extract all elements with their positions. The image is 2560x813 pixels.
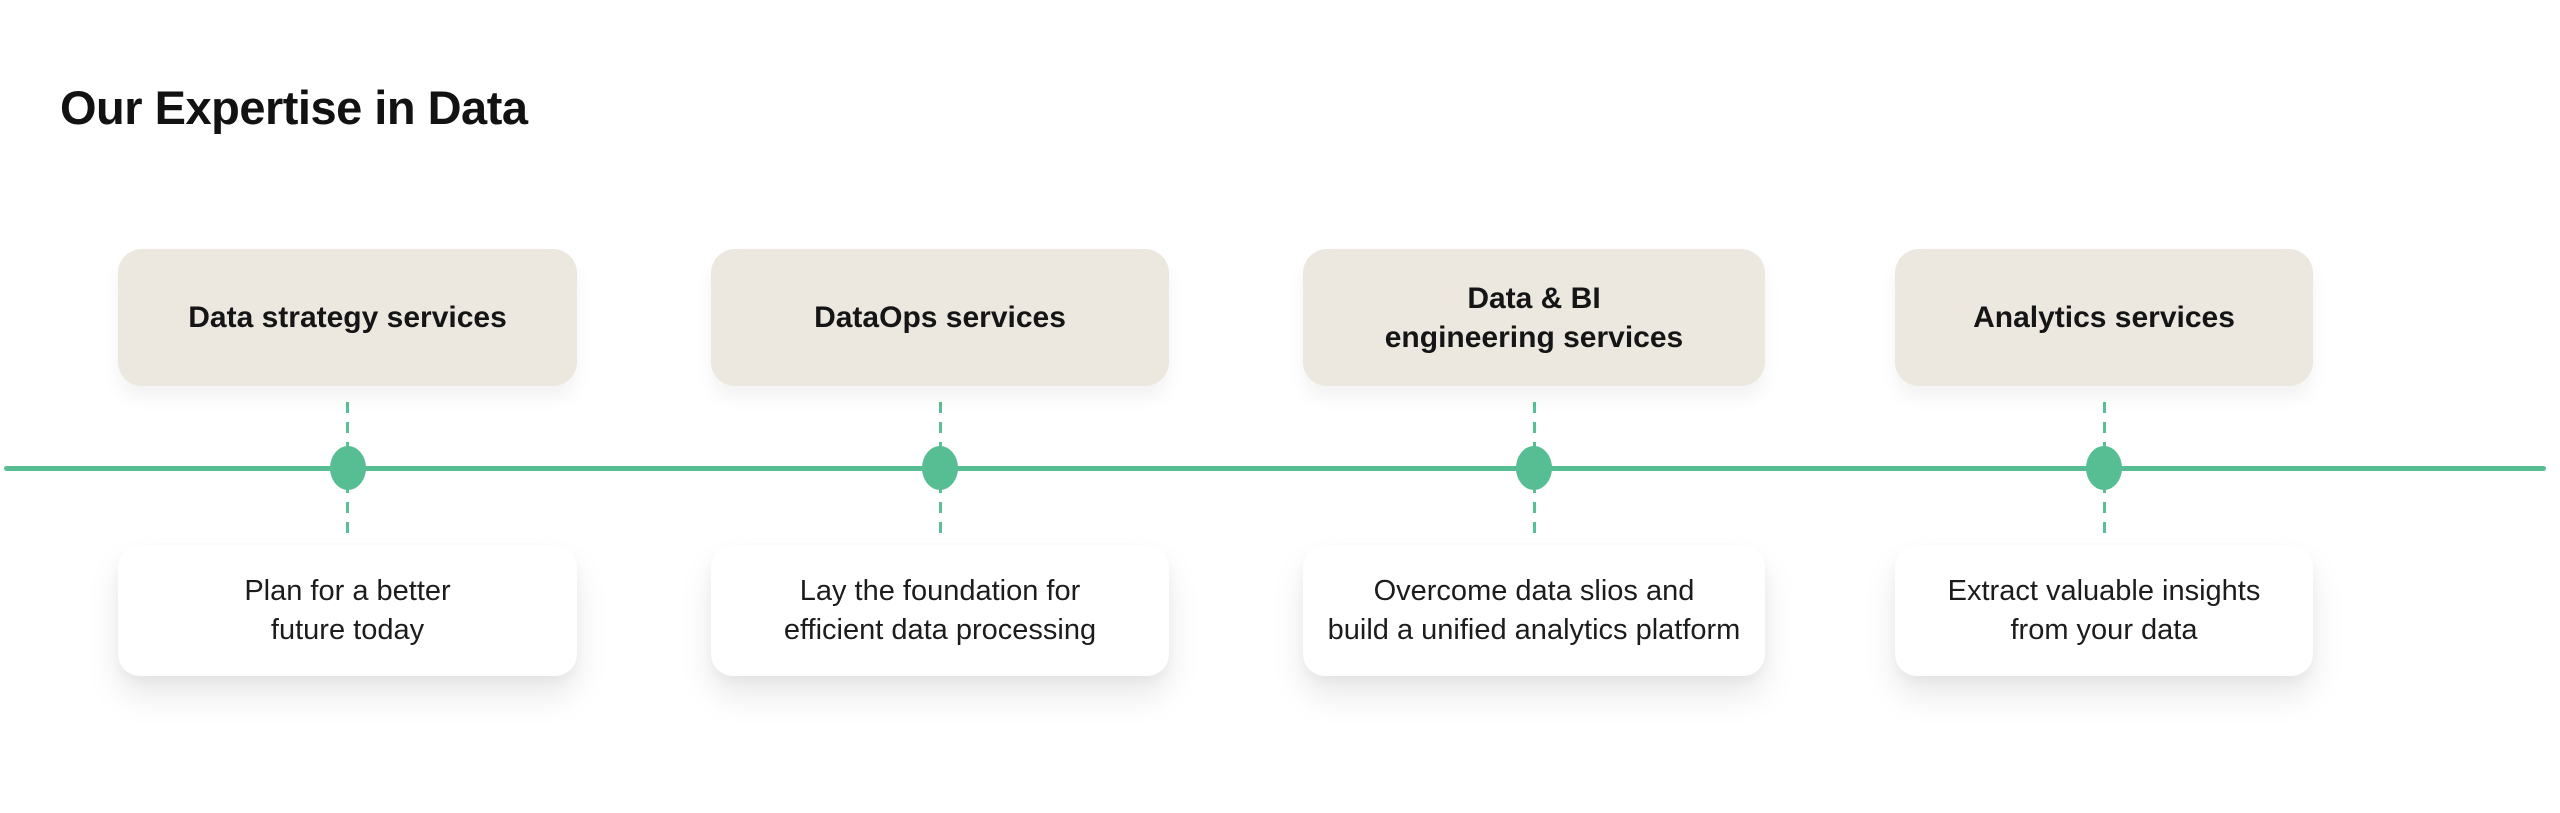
service-description-card: Lay the foundation for efficient data pr… [711, 545, 1169, 676]
service-description-card: Overcome data slios and build a unified … [1303, 545, 1765, 676]
service-column-analytics: Analytics services Extract valuable insi… [1895, 0, 2313, 813]
service-description: Overcome data slios and build a unified … [1327, 575, 1741, 646]
timeline-dot [1516, 446, 1552, 490]
service-box-data-bi-engineering: Data & BI engineering services [1303, 249, 1765, 386]
service-box-dataops: DataOps services [711, 249, 1169, 386]
timeline-dot [922, 446, 958, 490]
service-description-card: Extract valuable insights from your data [1895, 545, 2313, 676]
page-title: Our Expertise in Data [60, 81, 528, 134]
service-column-data-bi-engineering: Data & BI engineering services Overcome … [1303, 0, 1765, 813]
service-label: Data strategy services [188, 301, 507, 334]
service-box-analytics: Analytics services [1895, 249, 2313, 386]
service-column-dataops: DataOps services Lay the foundation for … [711, 0, 1169, 813]
service-label: Analytics services [1973, 301, 2235, 334]
service-label: DataOps services [814, 301, 1066, 334]
timeline-line [4, 466, 2546, 471]
service-column-data-strategy: Data strategy services Plan for a better… [118, 0, 577, 813]
service-description: Extract valuable insights from your data [1947, 575, 2261, 646]
service-description-card: Plan for a better future today [118, 545, 577, 676]
service-box-data-strategy: Data strategy services [118, 249, 577, 386]
service-description: Plan for a better future today [244, 575, 451, 646]
timeline-dot [329, 446, 366, 490]
service-label: Data & BI engineering services [1384, 281, 1684, 354]
service-description: Lay the foundation for efficient data pr… [783, 575, 1097, 646]
timeline-dot [2086, 446, 2122, 490]
